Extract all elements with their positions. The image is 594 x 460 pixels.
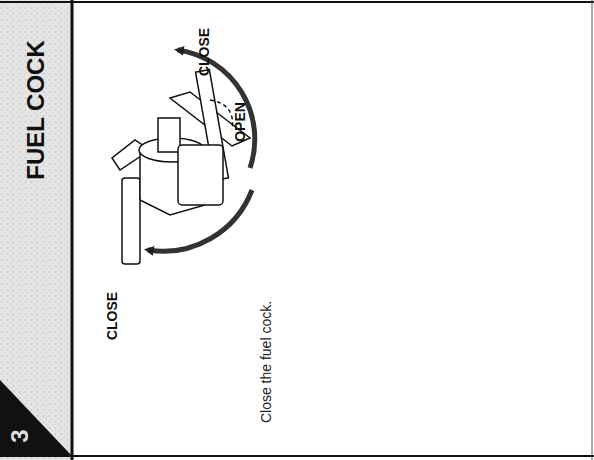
direction-label: CLOSE	[197, 28, 211, 76]
step-number: 3	[8, 429, 32, 442]
direction-label: CLOSE	[105, 292, 119, 340]
direction-label: OPEN	[233, 102, 247, 142]
card-title: FUEL COCK	[24, 40, 48, 180]
instruction-caption: Close the fuel cock.	[259, 301, 273, 423]
